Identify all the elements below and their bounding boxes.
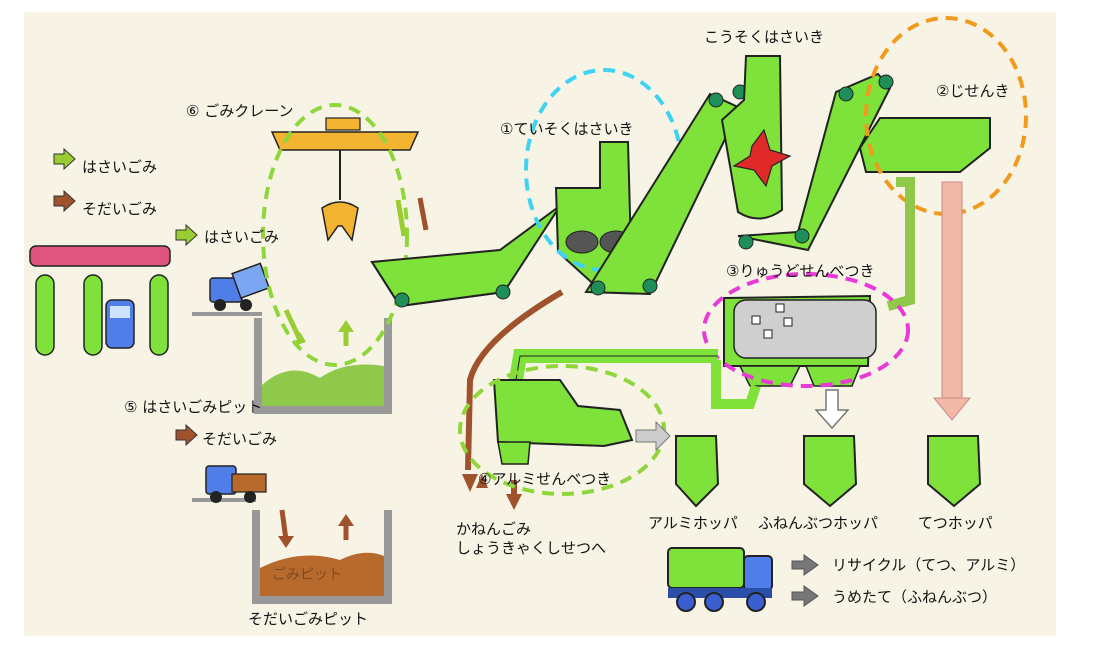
noncombustible-hopper [803,435,858,508]
landfill-arrow-icon [791,585,819,607]
magnetic-separator-ring [864,16,1028,216]
sorted-waste-in-label: はさいごみ [204,228,280,246]
diagram-panel [24,12,1056,636]
high-speed-crusher-label: こうそくはさいき [704,28,825,46]
crane-label: ⑥ ごみクレーン [186,102,294,120]
recycle-label: リサイクル（てつ、アルミ） [832,556,1026,574]
flow-separator-label: ③りゅうどせんべつき [726,262,875,280]
low-speed-crusher-label: ①ていそくはさいき [500,120,634,138]
aluminum-separator [492,379,634,465]
magnet-conveyor [737,72,894,252]
truck-sorted-icon [209,262,271,311]
iron-hopper [927,435,982,508]
crane-ring [261,103,409,367]
entrance-gate [29,245,171,356]
legend-sorted-label: はさいごみ [82,158,158,176]
landfill-label: うめたて（ふねんぶつ） [832,588,998,606]
flow-separator-ring [702,272,910,388]
legend-bulky-label: そだいごみ [82,200,158,218]
legend-sorted-arrow-icon [53,147,76,171]
sorted-waste-pit [192,312,392,414]
aluminum-hopper [675,435,720,508]
delivery-truck-icon [667,547,773,612]
red-blade-icon [732,128,792,188]
noncombustible-hopper-label: ふねんぶつホッパ [758,514,879,532]
combustible-out-label: かねんごみ しょうきゃくしせつへ [456,520,607,557]
bulky-waste-pit [192,498,392,604]
aluminum-hopper-label: アルミホッパ [648,514,738,532]
legend-bulky-arrow-icon [53,189,76,213]
feed-conveyor [370,190,580,308]
iron-hopper-label: てつホッパ [918,514,993,532]
recycle-arrow-icon [791,554,819,576]
pit-inner-label: ごみピット [272,567,342,583]
bulky-in-arrow-icon [175,423,198,447]
aluminum-separator-label: ④アルミせんべつき [478,470,612,488]
bulky-waste-in-label: そだいごみ [202,430,278,448]
sorted-waste-pit-label: ⑤ はさいごみピット [124,398,263,416]
magnetic-separator [858,117,991,173]
garbage-crane [270,117,420,242]
iron-chute [941,181,963,399]
truck-bulky-icon [205,465,267,503]
flow-separator [723,294,877,387]
sorted-in-arrow-icon [175,223,198,247]
bulky-waste-pit-label: そだいごみピット [248,610,369,628]
magnetic-separator-label: ②じせんき [936,82,1010,100]
high-speed-crusher [720,55,792,220]
